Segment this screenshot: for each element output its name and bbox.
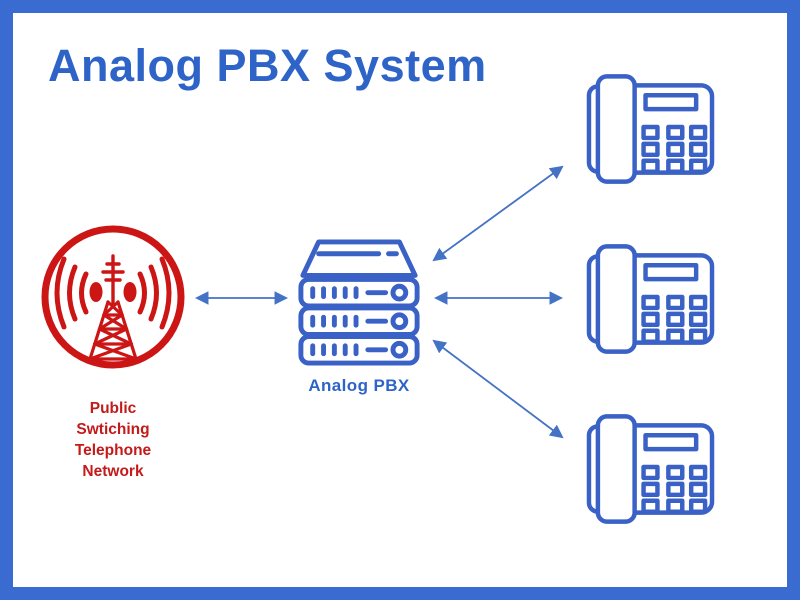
arrow-pbx-phone1 (432, 165, 564, 262)
pbx-label: Analog PBX (308, 376, 410, 395)
pstn-label-line: Public (89, 400, 137, 417)
arrow-pbx-phone3 (432, 339, 564, 439)
page-title: Analog PBX System (48, 40, 487, 91)
pstn-label: Public Swtiching Telephone Network (28, 398, 198, 482)
pstn-label-line: Telephone (74, 442, 152, 459)
pstn-label-line: Network (82, 463, 144, 480)
pstn-label-line: Swtiching (76, 421, 150, 438)
server-stack-icon (298, 239, 420, 366)
radio-tower-icon (41, 225, 185, 369)
